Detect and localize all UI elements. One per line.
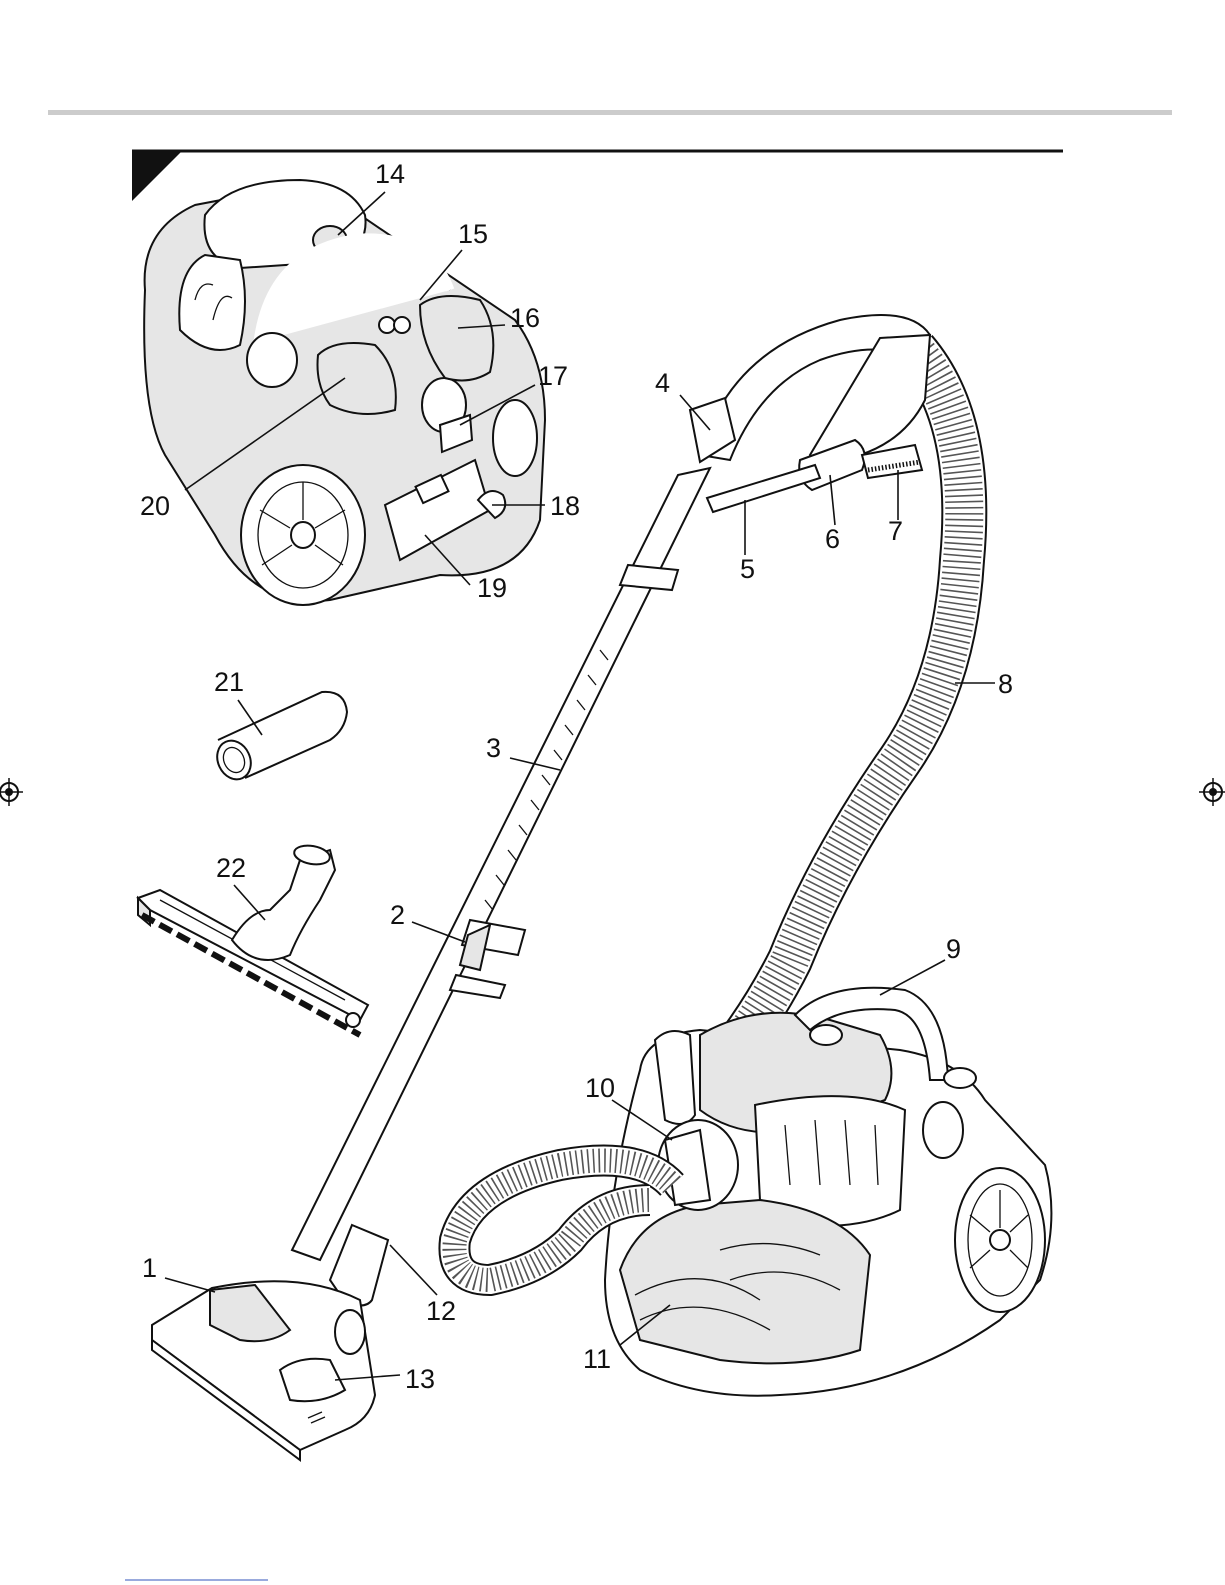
registration-mark-icon	[0, 778, 23, 806]
callout-2: 2	[390, 900, 405, 930]
callout-15: 15	[458, 219, 488, 249]
callout-18: 18	[550, 491, 580, 521]
vacuum-main-unit	[454, 988, 1051, 1396]
callout-22: 22	[216, 853, 246, 883]
callout-1: 1	[142, 1253, 157, 1283]
callout-4: 4	[655, 368, 670, 398]
callout-10: 10	[585, 1073, 615, 1103]
accessory-22-floor-brush	[138, 843, 368, 1035]
callout-13: 13	[405, 1364, 435, 1394]
callout-11: 11	[583, 1344, 611, 1374]
callout-17: 17	[538, 361, 568, 391]
callout-19: 19	[477, 573, 507, 603]
callout-7: 7	[888, 516, 903, 546]
callout-12: 12	[426, 1296, 456, 1326]
callout-8: 8	[998, 669, 1013, 699]
callout-14: 14	[375, 159, 405, 189]
top-gray-rule	[48, 110, 1172, 115]
registration-mark-icon	[1199, 778, 1225, 806]
floor-nozzle-1	[152, 1225, 388, 1460]
callout-3: 3	[486, 733, 501, 763]
callout-9: 9	[946, 934, 961, 964]
callout-20: 20	[140, 491, 170, 521]
accessory-21-tube	[211, 692, 347, 785]
section-corner-marker	[132, 151, 182, 201]
callout-6: 6	[825, 524, 840, 554]
callout-16: 16	[510, 303, 540, 333]
callout-5: 5	[740, 554, 755, 584]
callout-21: 21	[214, 667, 244, 697]
